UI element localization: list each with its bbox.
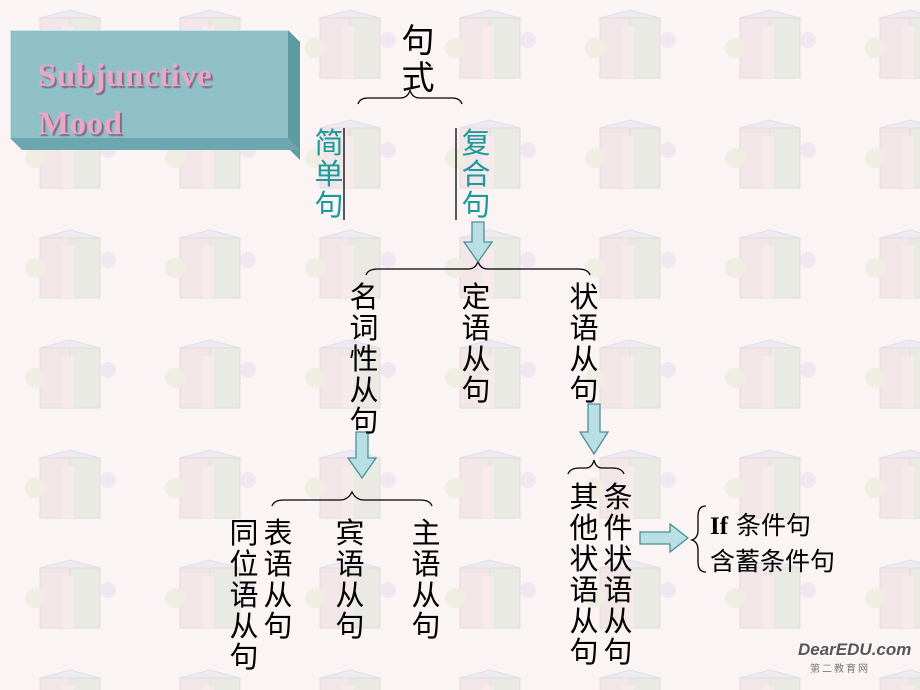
arrow-noun xyxy=(346,431,378,480)
brace-adverbial xyxy=(567,459,625,475)
arrow-right xyxy=(639,522,690,554)
conditional-adverbial-clause: 条件状语从句 xyxy=(603,480,633,669)
adverbial-clause: 状语从句 xyxy=(569,280,599,407)
if-conditional: If 条件句 xyxy=(710,506,811,542)
object-clause: 宾语从句 xyxy=(335,516,365,643)
if-conditional-label: 条件句 xyxy=(728,511,812,540)
brace-conditional xyxy=(689,505,707,573)
appositive-clause: 同位语从句 xyxy=(229,516,259,674)
arrow-adverbial xyxy=(578,403,610,456)
title-line-1: Subjunctive xyxy=(38,58,213,94)
other-adverbial-clause: 其他状语从句 xyxy=(569,480,599,669)
noun-clause: 名词性从句 xyxy=(349,280,379,438)
title-line-2: Mood xyxy=(38,106,123,142)
subject-clause: 主语从句 xyxy=(411,516,441,643)
predicative-clause: 表语从句 xyxy=(263,516,293,643)
if-prefix: If xyxy=(710,513,729,540)
compound-sentence: 复合句 xyxy=(461,126,491,222)
implicit-conditional: 含蓄条件句 xyxy=(710,547,836,576)
brace-noun xyxy=(271,490,433,507)
simple-sentence: 简单句 xyxy=(314,126,344,222)
arrow-compound xyxy=(462,221,494,264)
brace-root xyxy=(357,89,463,105)
attributive-clause: 定语从句 xyxy=(461,280,491,407)
title-box: Subjunctive Mood xyxy=(10,30,302,160)
root-node: 句式 xyxy=(401,21,435,97)
watermark-logo: DearEDU.com xyxy=(798,640,912,659)
watermark-subtitle: 第二教育网 xyxy=(810,664,870,675)
